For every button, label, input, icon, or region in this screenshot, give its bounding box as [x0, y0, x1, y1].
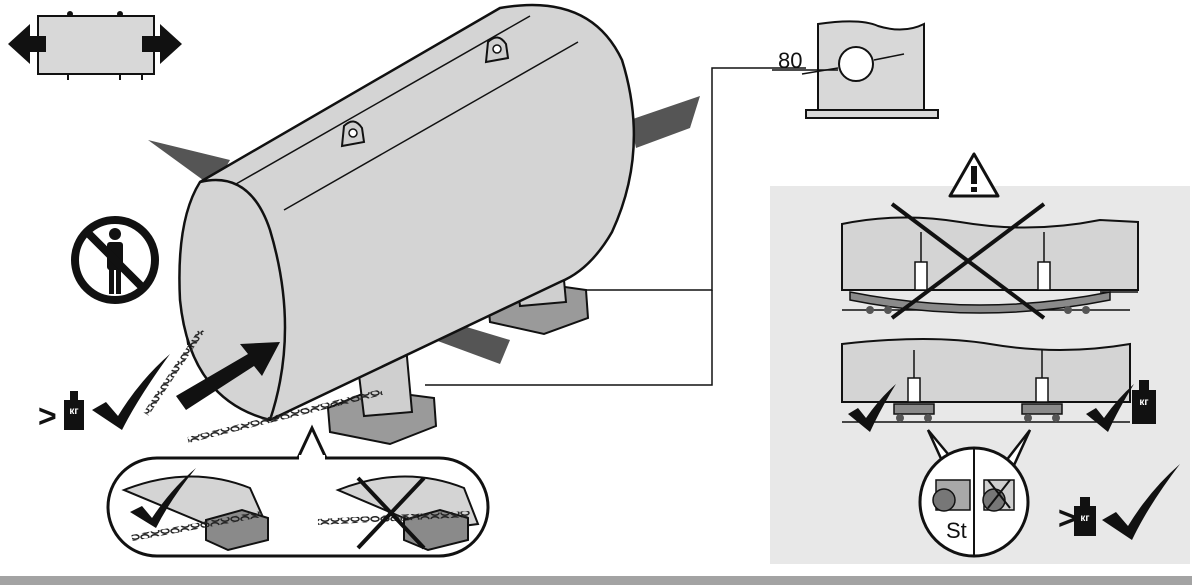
weight-unit-label: кг	[1080, 513, 1090, 524]
arrow-icon	[8, 24, 182, 64]
weight-unit-label: кг	[1139, 397, 1149, 408]
check-icon	[848, 384, 896, 432]
weight-compare-label: >	[38, 398, 57, 434]
weight-compare-label: >	[1058, 500, 1077, 536]
weight-unit-label: кг	[69, 406, 79, 417]
roller-detail	[918, 429, 1032, 558]
storage-tank	[178, 3, 636, 422]
weight-icon	[1074, 497, 1096, 536]
check-icon	[92, 354, 170, 430]
cross-icon	[987, 479, 1011, 509]
chain-comparison	[106, 424, 490, 558]
stop-label: St	[946, 518, 967, 543]
cross-icon	[356, 476, 426, 550]
wrong-placement	[841, 202, 1139, 320]
bottom-bar	[0, 576, 1192, 585]
check-icon	[130, 468, 196, 528]
chain-icon	[143, 328, 383, 443]
lifting-eye-icon	[340, 36, 510, 148]
hole-detail	[772, 20, 939, 119]
weight-icon	[64, 391, 84, 430]
dimension-label: 80	[778, 48, 803, 73]
correct-placement	[841, 338, 1156, 432]
container-arrows-diagram	[8, 11, 182, 80]
weight-icon	[1132, 380, 1156, 424]
warning-icon	[948, 152, 1000, 198]
callout-lines	[425, 67, 806, 386]
cross-icon	[890, 202, 1046, 320]
no-person-icon	[71, 216, 159, 304]
check-icon	[1086, 384, 1134, 432]
check-icon	[1102, 464, 1180, 540]
arrow-icon	[176, 342, 280, 410]
